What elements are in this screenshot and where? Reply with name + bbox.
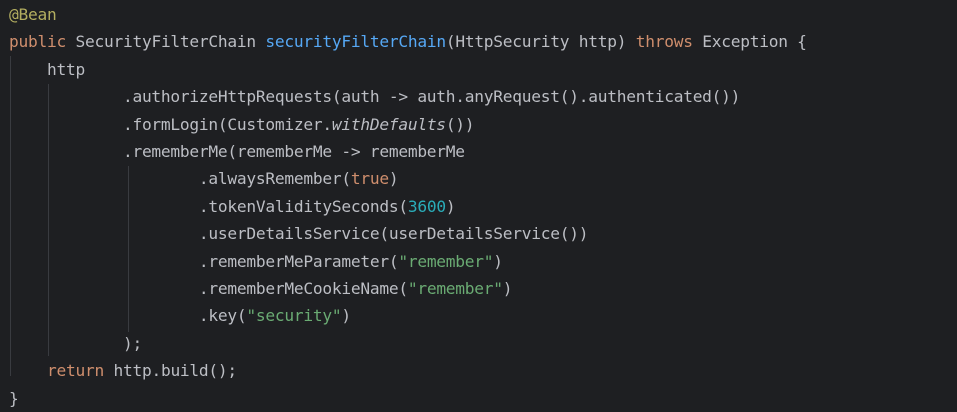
code-token-plain: (HttpSecurity http) (445, 32, 636, 52)
code-token-plain: ) (502, 279, 513, 298)
code-line[interactable]: .authorizeHttpRequests(auth -> auth.anyR… (9, 83, 740, 110)
code-line[interactable]: .rememberMe(rememberMe -> rememberMe (9, 138, 465, 165)
code-line[interactable]: .key("security") (9, 302, 351, 329)
code-token-plain: .rememberMeParameter( (9, 251, 399, 271)
code-token-plain: .rememberMeCookieName( (9, 279, 408, 298)
code-token-plain: http (9, 59, 85, 79)
code-line[interactable]: http (9, 56, 85, 83)
code-token-plain: .tokenValiditySeconds( (9, 196, 408, 216)
code-token-plain: ) (341, 306, 351, 326)
code-token-plain: SecurityFilterChain (65, 32, 266, 52)
code-token-string: "security" (246, 306, 342, 326)
code-line[interactable]: ); (9, 330, 142, 357)
code-token-plain: ) (388, 169, 399, 189)
code-token-keyword: return (46, 361, 104, 381)
code-token-plain (9, 361, 47, 380)
code-token-plain: .key( (9, 306, 247, 326)
code-token-method-decl: securityFilterChain (265, 32, 446, 52)
code-token-plain: ) (445, 196, 456, 216)
code-token-number: 3600 (407, 196, 446, 216)
code-line[interactable]: @Bean (9, 1, 57, 28)
code-token-keyword: throws (635, 32, 693, 52)
code-line[interactable]: } (9, 385, 19, 412)
code-token-keyword: public (9, 32, 66, 52)
code-token-string: "remember" (398, 251, 494, 271)
code-line[interactable]: .formLogin(Customizer.withDefaults()) (9, 111, 475, 138)
code-token-plain: } (9, 388, 19, 408)
code-token-plain: ); (9, 333, 142, 353)
code-token-plain: .formLogin(Customizer. (9, 114, 332, 134)
indent-guide-method-body (10, 56, 11, 376)
code-token-plain: .alwaysRemember( (9, 169, 351, 189)
code-token-italic: withDefaults (331, 114, 446, 134)
code-line[interactable]: .userDetailsService(userDetailsService()… (9, 220, 589, 247)
code-line[interactable]: .rememberMeParameter("remember") (9, 248, 503, 275)
indent-guide-remember-me (128, 166, 129, 332)
code-token-plain: Exception { (692, 32, 807, 52)
code-line[interactable]: .tokenValiditySeconds(3600) (9, 193, 456, 220)
code-token-plain: http.build(); (103, 361, 237, 381)
code-line[interactable]: return http.build(); (9, 357, 237, 384)
code-token-plain: .authorizeHttpRequests(auth -> auth.anyR… (9, 87, 741, 107)
code-token-annotation: @Bean (9, 5, 57, 24)
code-line[interactable]: .rememberMeCookieName("remember") (9, 275, 513, 302)
code-token-keyword: true (350, 169, 389, 189)
code-token-string: "remember" (407, 279, 503, 298)
indent-guide-chain (48, 84, 49, 356)
code-line[interactable]: .alwaysRemember(true) (9, 165, 399, 192)
code-token-plain: .userDetailsService(userDetailsService()… (9, 224, 589, 244)
code-line[interactable]: public SecurityFilterChain securityFilte… (9, 28, 807, 55)
code-token-plain: ) (493, 251, 503, 271)
code-token-plain: .rememberMe(rememberMe -> rememberMe (9, 142, 465, 161)
code-token-plain: ()) (445, 114, 475, 134)
